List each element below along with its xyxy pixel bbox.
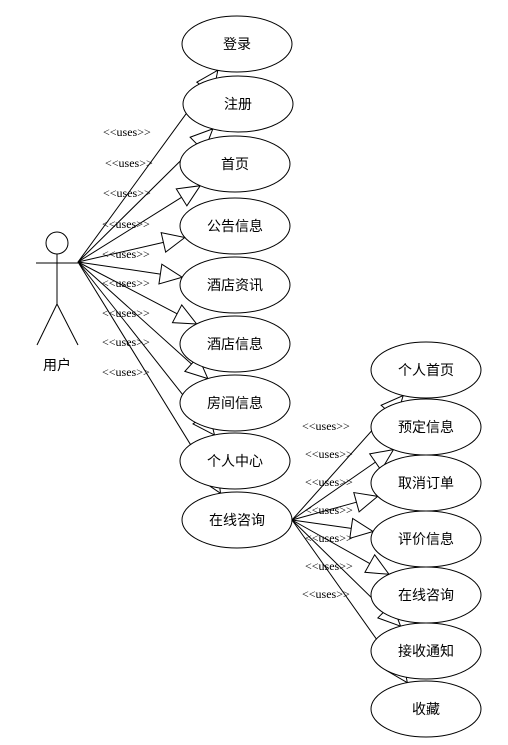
- sub-uses-connector-6: [291, 519, 386, 612]
- sub-uses-connector-3: [291, 501, 357, 521]
- uses-label-1: <<uses>>: [103, 125, 151, 139]
- actor-left-leg: [36, 303, 58, 346]
- sub-use-case-label-1: 个人首页: [398, 363, 454, 379]
- uses-connector-6-arrowhead: [171, 303, 198, 325]
- uses-connector-3-arrowhead: [175, 185, 202, 207]
- uses-label-6: <<uses>>: [102, 276, 150, 290]
- use-case-label-4: 公告信息: [207, 218, 263, 235]
- sub-uses-connector-4-arrowhead: [349, 517, 375, 539]
- use-case-1: [181, 15, 293, 73]
- sub-use-case-label-6: 接收通知: [398, 643, 454, 660]
- uses-connector-5-arrowhead: [158, 263, 184, 285]
- sub-use-case-label-7: 收藏: [412, 702, 440, 718]
- uses-label-4: <<uses>>: [102, 217, 150, 231]
- uses-label-2: <<uses>>: [105, 156, 153, 170]
- uses-connector-4-arrowhead: [160, 232, 187, 254]
- use-case-2: [182, 75, 294, 133]
- sub-uses-label-7: <<uses>>: [302, 587, 350, 601]
- sub-uses-connector-4: [291, 519, 352, 529]
- uses-connector-7: [77, 261, 192, 365]
- sub-uses-connector-2: [291, 461, 376, 521]
- sub-uses-label-5: <<uses>>: [305, 531, 353, 545]
- sub-uses-connector-3-arrowhead: [353, 491, 379, 513]
- sub-uses-connector-2-arrowhead: [368, 448, 395, 472]
- use-case-label-5: 酒店资讯: [207, 278, 263, 294]
- use-case-6: [179, 315, 291, 373]
- uses-label-8: <<uses>>: [102, 335, 150, 349]
- uses-label-3: <<uses>>: [103, 186, 151, 200]
- use-case-8: [179, 432, 291, 490]
- use-case-label-9: 在线咨询: [209, 513, 265, 529]
- sub-use-case-label-3: 取消订单: [398, 476, 454, 492]
- sub-uses-connector-5-arrowhead: [364, 553, 391, 575]
- sub-use-case-6: [370, 622, 482, 680]
- use-case-5: [179, 256, 291, 314]
- uses-connector-4: [77, 241, 164, 263]
- use-case-label-3: 首页: [221, 157, 249, 173]
- uses-connector-8: [77, 261, 202, 419]
- sub-use-case-label-2: 预定信息: [398, 419, 454, 436]
- use-case-4: [179, 197, 291, 255]
- uses-connector-9: [77, 261, 210, 475]
- uses-connector-5: [77, 261, 161, 275]
- use-case-9: [181, 491, 293, 549]
- uses-label-5: <<uses>>: [102, 247, 150, 261]
- sub-uses-connector-5: [291, 519, 371, 564]
- sub-use-case-label-5: 在线咨询: [398, 588, 454, 604]
- uses-label-7: <<uses>>: [102, 306, 150, 320]
- actor-right-leg: [56, 303, 79, 346]
- sub-use-case-label-4: 评价信息: [398, 531, 454, 548]
- use-case-7: [179, 374, 291, 432]
- sub-uses-label-1: <<uses>>: [302, 419, 350, 433]
- sub-uses-label-6: <<uses>>: [305, 559, 353, 573]
- use-case-3: [179, 135, 291, 193]
- use-case-label-7: 房间信息: [207, 395, 263, 412]
- sub-uses-label-4: <<uses>>: [305, 503, 353, 517]
- use-case-label-1: 登录: [223, 37, 251, 53]
- actor-name: 用户: [43, 357, 71, 374]
- sub-uses-label-2: <<uses>>: [305, 447, 353, 461]
- actor-head: [45, 231, 69, 255]
- uses-connector-2: [77, 143, 198, 263]
- use-case-label-2: 注册: [224, 97, 252, 113]
- sub-use-case-7: [370, 680, 482, 738]
- uses-connector-3: [77, 196, 182, 263]
- use-case-label-6: 酒店信息: [207, 336, 263, 353]
- sub-use-case-1: [370, 341, 482, 399]
- uses-connector-6: [77, 261, 178, 315]
- use-case-label-8: 个人中心: [207, 454, 263, 470]
- uses-connector-7-arrowhead: [183, 355, 209, 380]
- sub-uses-label-3: <<uses>>: [305, 475, 353, 489]
- uses-connector-1: [77, 87, 206, 263]
- uses-label-9: <<uses>>: [102, 365, 150, 379]
